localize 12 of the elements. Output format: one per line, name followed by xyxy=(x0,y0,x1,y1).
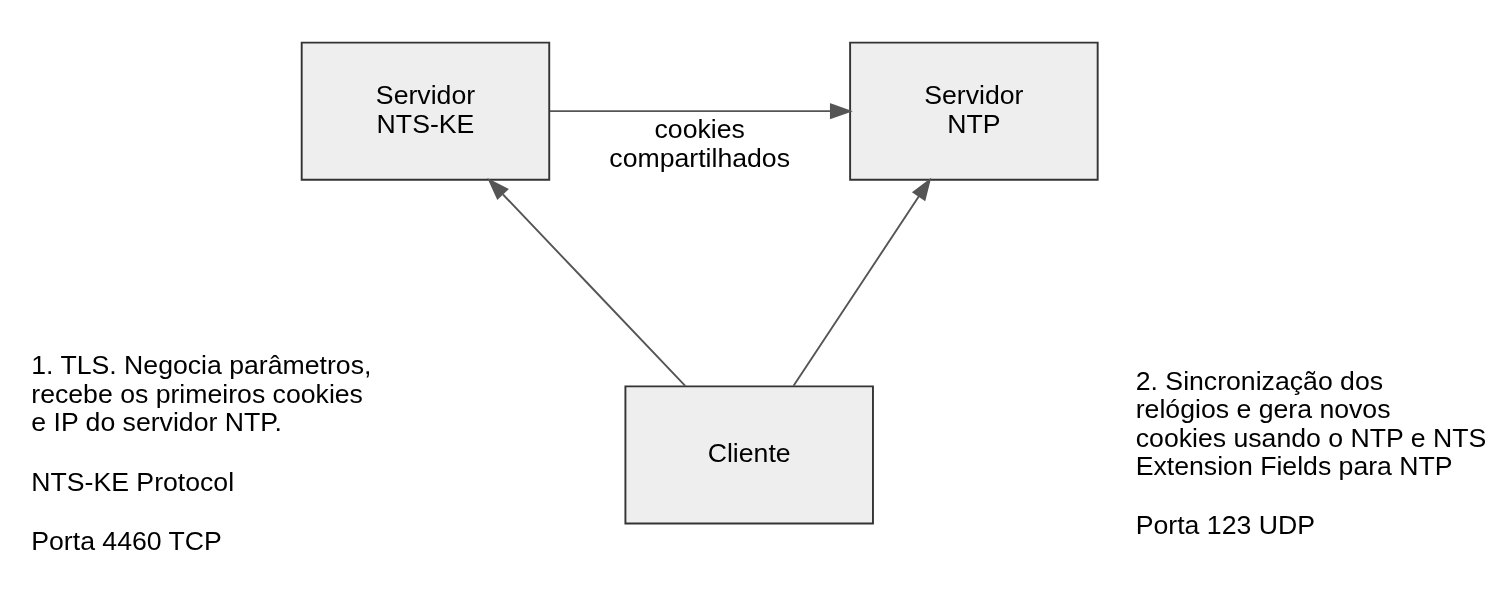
edge-label: cookies compartilhados xyxy=(609,113,791,173)
arrow xyxy=(792,177,932,387)
node-box: Servidor NTP xyxy=(849,41,1099,181)
label: Porta 123 UDP xyxy=(1135,509,1315,540)
label: 2. Sincronização dos relógios e gera novos cookies usando o NTP e NTS Extension Fields para NTP xyxy=(1135,365,1487,481)
label: 1. TLS. Negocia parâmetros, recebe os primeiros cookies e IP do servidor NTP. xyxy=(31,349,372,437)
arrow xyxy=(548,102,853,119)
label: Porta 4460 TCP xyxy=(31,525,222,556)
node-box: Servidor NTS-KE xyxy=(300,41,551,181)
node-box: Cliente xyxy=(624,384,874,524)
label: NTS-KE Protocol xyxy=(31,466,235,496)
arrow xyxy=(487,177,687,387)
